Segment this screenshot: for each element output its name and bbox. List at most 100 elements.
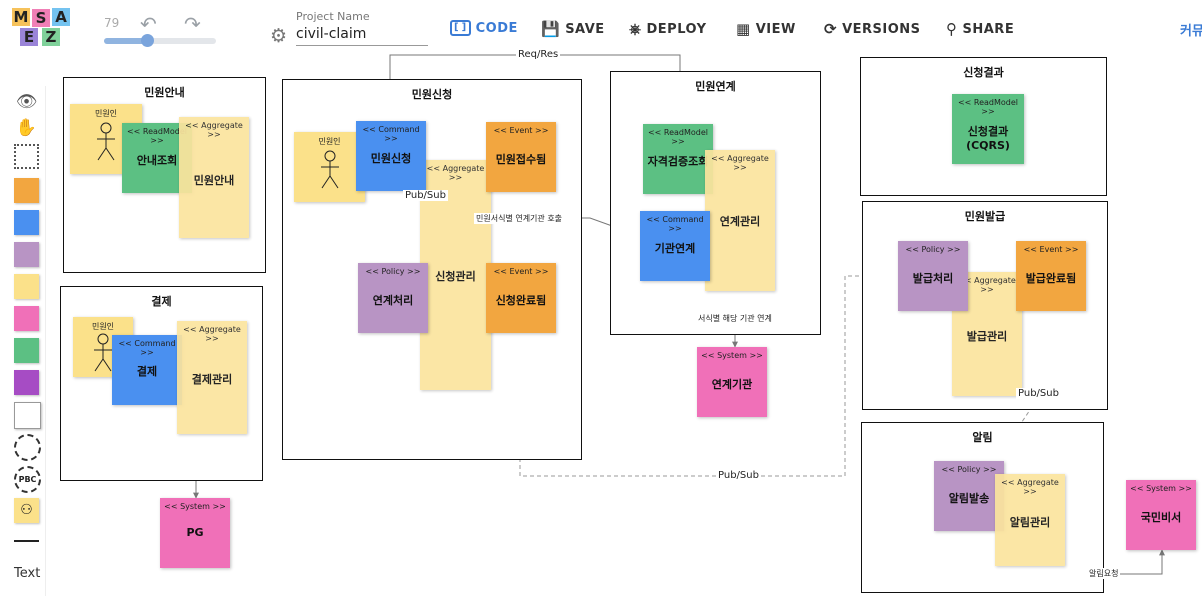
- aggregate-sticky[interactable]: [14, 274, 39, 299]
- sticky-type: << Aggregate >>: [1001, 478, 1059, 496]
- policy-sticky[interactable]: << Policy >> 발급처리: [898, 241, 968, 311]
- policy-sticky[interactable]: << Policy >> 알림발송: [934, 461, 1004, 531]
- command-sticky[interactable]: << Command >> 결제: [112, 335, 182, 405]
- policy-sticky[interactable]: << Policy >> 연계처리: [358, 263, 428, 333]
- pubsub-label: Pub/Sub: [403, 190, 448, 201]
- command-sticky[interactable]: << Command >> 기관연계: [640, 211, 710, 281]
- aggregate-sticky[interactable]: << Aggregate >> 알림관리: [995, 474, 1065, 566]
- actor-label: 민원인: [94, 109, 118, 118]
- aggregate-sticky[interactable]: << Aggregate >> 연계관리: [705, 150, 775, 291]
- command-sticky[interactable]: [14, 210, 39, 235]
- context-title: 신청결과: [963, 66, 1004, 79]
- pubsub-label: Pub/Sub: [716, 470, 761, 481]
- aggregate-sticky[interactable]: << Aggregate >> 발급관리: [952, 272, 1022, 396]
- sticky-type: << Aggregate >>: [426, 164, 485, 182]
- stick-figure-icon: [94, 333, 112, 372]
- save-button-label: SAVE: [565, 21, 605, 37]
- sticky-type: << Policy >>: [941, 465, 997, 474]
- bounded-context-icon[interactable]: [14, 434, 41, 461]
- community-link[interactable]: 커뮤: [1180, 24, 1202, 39]
- external-system-sticky[interactable]: << System >> PG: [160, 498, 230, 568]
- sticky-type: << Event >>: [493, 126, 549, 135]
- eye-icon[interactable]: 👁: [15, 92, 38, 112]
- actor-label: 민원인: [91, 322, 115, 331]
- policy-sticky[interactable]: [14, 242, 39, 267]
- sticky-name: 국민비서: [1140, 511, 1182, 524]
- sticky-name: 신청완료됨: [495, 294, 547, 307]
- sticky-name: 민원접수됨: [495, 153, 547, 166]
- sticky-type: << Command >>: [646, 215, 704, 233]
- sticky-type: << Command >>: [118, 339, 176, 357]
- sticky-name: 연계처리: [372, 294, 414, 307]
- sticky-type: << Command >>: [362, 125, 420, 143]
- sticky-type: << System >>: [164, 502, 226, 511]
- external-system-sticky[interactable]: << System >> 국민비서: [1126, 480, 1196, 550]
- command-sticky[interactable]: << Command >> 민원신청: [356, 121, 426, 191]
- event-sticky[interactable]: << Event >> 발급완료됨: [1016, 241, 1086, 311]
- event-sticky[interactable]: << Event >> 신청완료됨: [486, 263, 556, 333]
- external-sticky[interactable]: [14, 306, 39, 331]
- sticky-type: << Aggregate >>: [185, 121, 243, 139]
- per-form-edge-label: 서식별 해당 기관 연계: [696, 313, 774, 324]
- logo-letter-a: A: [52, 8, 70, 26]
- logo-letter-m: M: [12, 8, 30, 26]
- sticky-name: 민원신청: [370, 152, 412, 165]
- issue-sticky[interactable]: [14, 370, 39, 395]
- context-title: 민원연계: [695, 80, 736, 93]
- gear-icon[interactable]: ⚙: [270, 25, 288, 47]
- share-icon: ⚲: [946, 20, 958, 38]
- select-area-icon[interactable]: [14, 144, 39, 169]
- event-sticky[interactable]: [14, 178, 39, 203]
- aggregate-sticky[interactable]: << Aggregate >> 민원안내: [179, 117, 249, 238]
- stick-figure-icon: [321, 150, 339, 189]
- actor-label: 민원인: [318, 137, 341, 146]
- undo-icon[interactable]: ↶: [140, 12, 157, 36]
- sticky-name: 알림관리: [1009, 516, 1051, 529]
- external-system-sticky[interactable]: << System >> 연계기관: [697, 347, 767, 417]
- req-res-label: Req/Res: [516, 49, 561, 60]
- pbc-icon[interactable]: PBC: [14, 466, 41, 493]
- text-tool[interactable]: Text: [14, 566, 41, 581]
- sticky-name: 연계기관: [711, 378, 753, 391]
- project-name-label: Project Name: [296, 10, 370, 23]
- pubsub-label: Pub/Sub: [1016, 388, 1061, 399]
- versions-button-label: VERSIONS: [842, 21, 921, 37]
- note-sticky[interactable]: [14, 402, 41, 429]
- sticky-name: 연계관리: [719, 215, 761, 228]
- event-sticky[interactable]: << Event >> 민원접수됨: [486, 122, 556, 192]
- sticky-name: 발급관리: [966, 330, 1008, 343]
- view-button[interactable]: ▦ VIEW: [736, 20, 796, 38]
- stick-figure-icon: [97, 122, 115, 161]
- readmodel-sticky[interactable]: << ReadModel >> 신청결과(CQRS): [952, 94, 1024, 164]
- versions-button[interactable]: ⟳ VERSIONS: [824, 20, 921, 38]
- code-icon: [ ]: [450, 20, 471, 36]
- redo-icon[interactable]: ↷: [184, 12, 201, 36]
- line-tool[interactable]: [14, 540, 39, 542]
- call-edge-label: 민원서식별 연계기관 호출: [474, 213, 565, 224]
- view-button-label: VIEW: [755, 21, 796, 37]
- actor-sticky[interactable]: 민원인: [294, 132, 365, 202]
- msaez-logo[interactable]: M S A E Z: [12, 6, 94, 46]
- deploy-icon: ⎈: [629, 20, 642, 38]
- context-application-result[interactable]: 신청결과: [860, 57, 1107, 196]
- sticky-type: << ReadModel >>: [957, 98, 1019, 116]
- code-button[interactable]: [ ] CODE: [450, 20, 518, 36]
- zoom-slider-handle[interactable]: [140, 34, 154, 47]
- actor-sticky[interactable]: ⚇: [14, 498, 39, 523]
- readmodel-sticky[interactable]: [14, 338, 39, 363]
- sticky-type: << Policy >>: [365, 267, 421, 276]
- versions-icon: ⟳: [824, 20, 838, 38]
- sticky-type: << System >>: [701, 351, 763, 360]
- aggregate-sticky[interactable]: << Aggregate >> 결제관리: [177, 321, 247, 434]
- save-button[interactable]: 💾 SAVE: [541, 20, 605, 38]
- deploy-button[interactable]: ⎈ DEPLOY: [629, 20, 707, 38]
- sticky-type: << Policy >>: [905, 245, 961, 254]
- context-title: 민원신청: [411, 88, 453, 101]
- hand-pointer-icon[interactable]: ✋: [15, 118, 38, 138]
- readmodel-sticky[interactable]: << ReadModel >> 자격검증조회: [643, 124, 713, 194]
- sticky-type: << Aggregate >>: [958, 276, 1016, 294]
- sticky-name: 기관연계: [654, 242, 696, 255]
- share-button[interactable]: ⚲ SHARE: [946, 20, 1014, 38]
- zoom-slider[interactable]: [104, 34, 216, 47]
- project-name-input[interactable]: civil-claim: [296, 26, 428, 46]
